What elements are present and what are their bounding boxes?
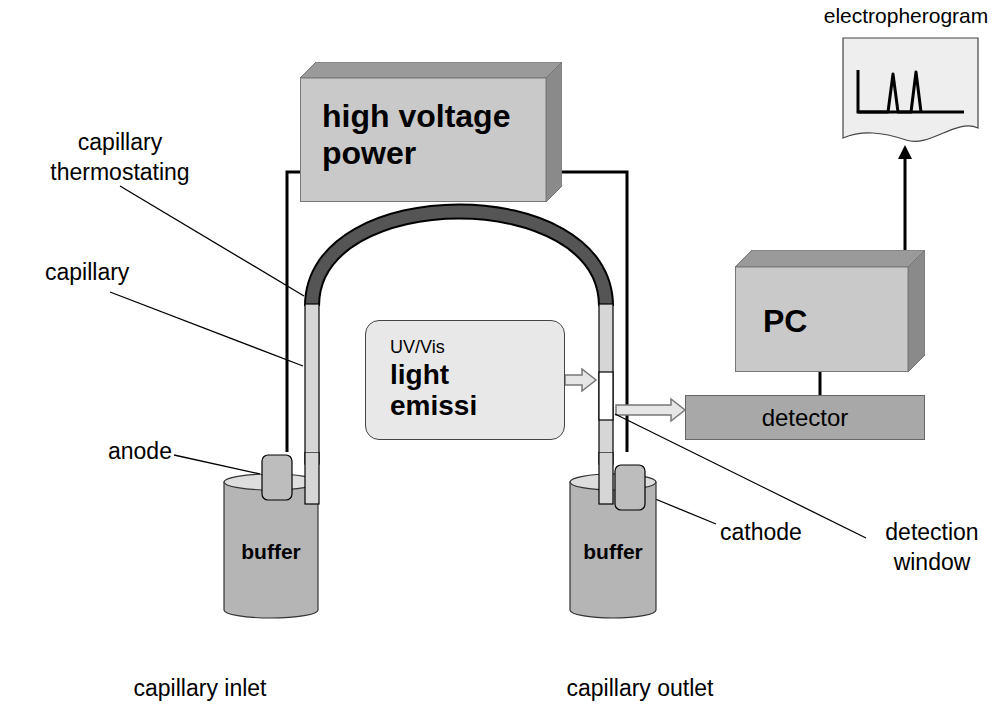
capillary-inlet-end (305, 452, 319, 504)
connector-line (287, 172, 300, 452)
part-label: capillary thermostating (40, 128, 200, 188)
capillary-tube (599, 304, 613, 464)
node-outline (568, 452, 658, 622)
connector-line (819, 372, 822, 395)
detector-box: detector (685, 395, 925, 440)
chart-axes (858, 70, 964, 112)
node-text-group: detector (686, 396, 924, 439)
node-text-group: UV/Vislight emissi (390, 335, 490, 421)
anode-electrode (262, 455, 292, 500)
buffer-vial: buffer (222, 452, 320, 622)
leader-line (110, 292, 303, 366)
document-shape (843, 38, 978, 141)
arrow-head (898, 145, 912, 159)
connector-line (904, 155, 907, 250)
node-text-group: PC (763, 303, 807, 340)
node-label: high voltage power (322, 98, 527, 172)
node-label: buffer (568, 538, 658, 566)
node-text-group: buffer (222, 538, 320, 566)
light-source-box: UV/Vislight emissi (365, 320, 565, 440)
node-label: detector (762, 404, 849, 432)
power-supply-box: high voltage power (300, 62, 562, 202)
node-label: buffer (222, 538, 320, 566)
part-label: anode (108, 437, 198, 467)
part-label: capillary outlet (540, 674, 740, 704)
chart-peaks (858, 72, 921, 112)
box-top-face (735, 250, 925, 267)
electrode-wire (287, 172, 300, 452)
node-label: electropherogram (818, 2, 994, 30)
leader-line (174, 455, 260, 474)
light-beam-arrow (565, 369, 596, 391)
node-text-group: electropherogram (818, 2, 994, 30)
node-label: UV/Vis (390, 335, 490, 359)
node-label: PC (763, 303, 807, 340)
light-beam-arrow (616, 399, 685, 421)
capillary-thermostating (312, 212, 606, 307)
cathode-electrode (615, 465, 645, 510)
electropherogram-sheet: electropherogram (818, 0, 994, 148)
capillary-arc-outline (312, 212, 606, 307)
data-output-arrow (898, 145, 912, 250)
node-text-group: buffer (568, 538, 658, 566)
box-top-face (300, 62, 562, 78)
node-label: light emissi (390, 359, 490, 421)
part-label: cathode (720, 518, 830, 548)
capillary-outlet-end (599, 452, 613, 504)
leader-line (648, 496, 716, 524)
leader-line (120, 186, 304, 296)
box-side-face (546, 62, 562, 202)
light-path (565, 369, 685, 421)
part-label: capillary (45, 258, 175, 288)
detection-window (599, 372, 613, 420)
signal-cable (820, 372, 821, 395)
computer-box: PC (735, 250, 925, 372)
node-outline (222, 452, 320, 622)
part-label: detection window (870, 518, 994, 578)
part-label: capillary inlet (100, 674, 300, 704)
box-front-face (301, 78, 547, 202)
box-side-face (908, 250, 925, 372)
capillary-tube (305, 304, 319, 464)
box-front-face (736, 267, 909, 372)
node-text-group: high voltage power (322, 98, 527, 172)
buffer-vial: buffer (568, 452, 658, 622)
